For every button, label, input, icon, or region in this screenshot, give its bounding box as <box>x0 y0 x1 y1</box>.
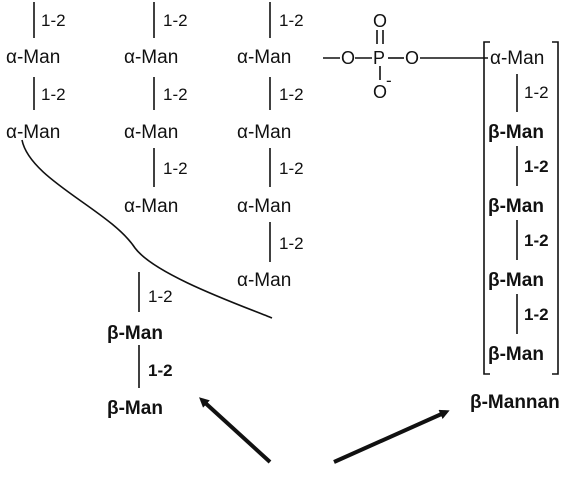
linkage-label: 1-2 <box>524 305 549 324</box>
linkage-label: 1-2 <box>279 11 304 30</box>
residue-label: α-Man <box>237 270 291 291</box>
residue-label: β-Man <box>488 270 544 291</box>
linkage-label: 1-2 <box>41 85 66 104</box>
linkage-label: 1-2 <box>163 159 188 178</box>
mannan-title: β-Mannan <box>470 392 560 413</box>
residue-label: α-Man <box>237 47 291 68</box>
residue-label: α-Man <box>124 47 178 68</box>
linkage-label: 1-2 <box>524 157 549 176</box>
residue-label: α-Man <box>237 196 291 217</box>
left-bracket <box>483 41 490 375</box>
linkage-label: 1-2 <box>148 287 173 306</box>
linkage-label: 1-2 <box>148 361 173 380</box>
right-bracket <box>552 41 559 375</box>
linkage-label: 1-2 <box>279 159 304 178</box>
linkage-label: 1-2 <box>279 234 304 253</box>
grouping-brace <box>21 139 273 319</box>
residue-label: α-Man <box>490 48 544 69</box>
oxygen-atom: O <box>373 11 387 31</box>
arrow-to-mannan <box>333 409 450 464</box>
linkage-label: 1-2 <box>279 85 304 104</box>
linkage-label: 1-2 <box>163 85 188 104</box>
mannan-bracket <box>483 41 559 375</box>
charge-sign: - <box>386 71 392 90</box>
residue-label: β-Man <box>488 122 544 143</box>
linkage-label: 1-2 <box>163 11 188 30</box>
residue-label: α-Man <box>6 122 60 143</box>
linkage-label: 1-2 <box>524 231 549 250</box>
oxygen-atom: O <box>341 48 355 68</box>
residue-label: α-Man <box>124 196 178 217</box>
phosphorus-atom: P <box>373 48 385 68</box>
oxygen-atom: O <box>373 82 387 102</box>
residue-label: β-Man <box>107 323 163 344</box>
phosphate-group <box>323 30 488 80</box>
residue-label: β-Man <box>488 196 544 217</box>
linkage-label: 1-2 <box>41 11 66 30</box>
residue-label: β-Man <box>488 344 544 365</box>
residue-label: α-Man <box>237 122 291 143</box>
arrow-to-core <box>199 397 272 464</box>
oxygen-atom: O <box>405 48 419 68</box>
linkage-label: 1-2 <box>524 83 549 102</box>
residue-label: β-Man <box>107 398 163 419</box>
residue-label: α-Man <box>6 47 60 68</box>
residue-label: α-Man <box>124 122 178 143</box>
